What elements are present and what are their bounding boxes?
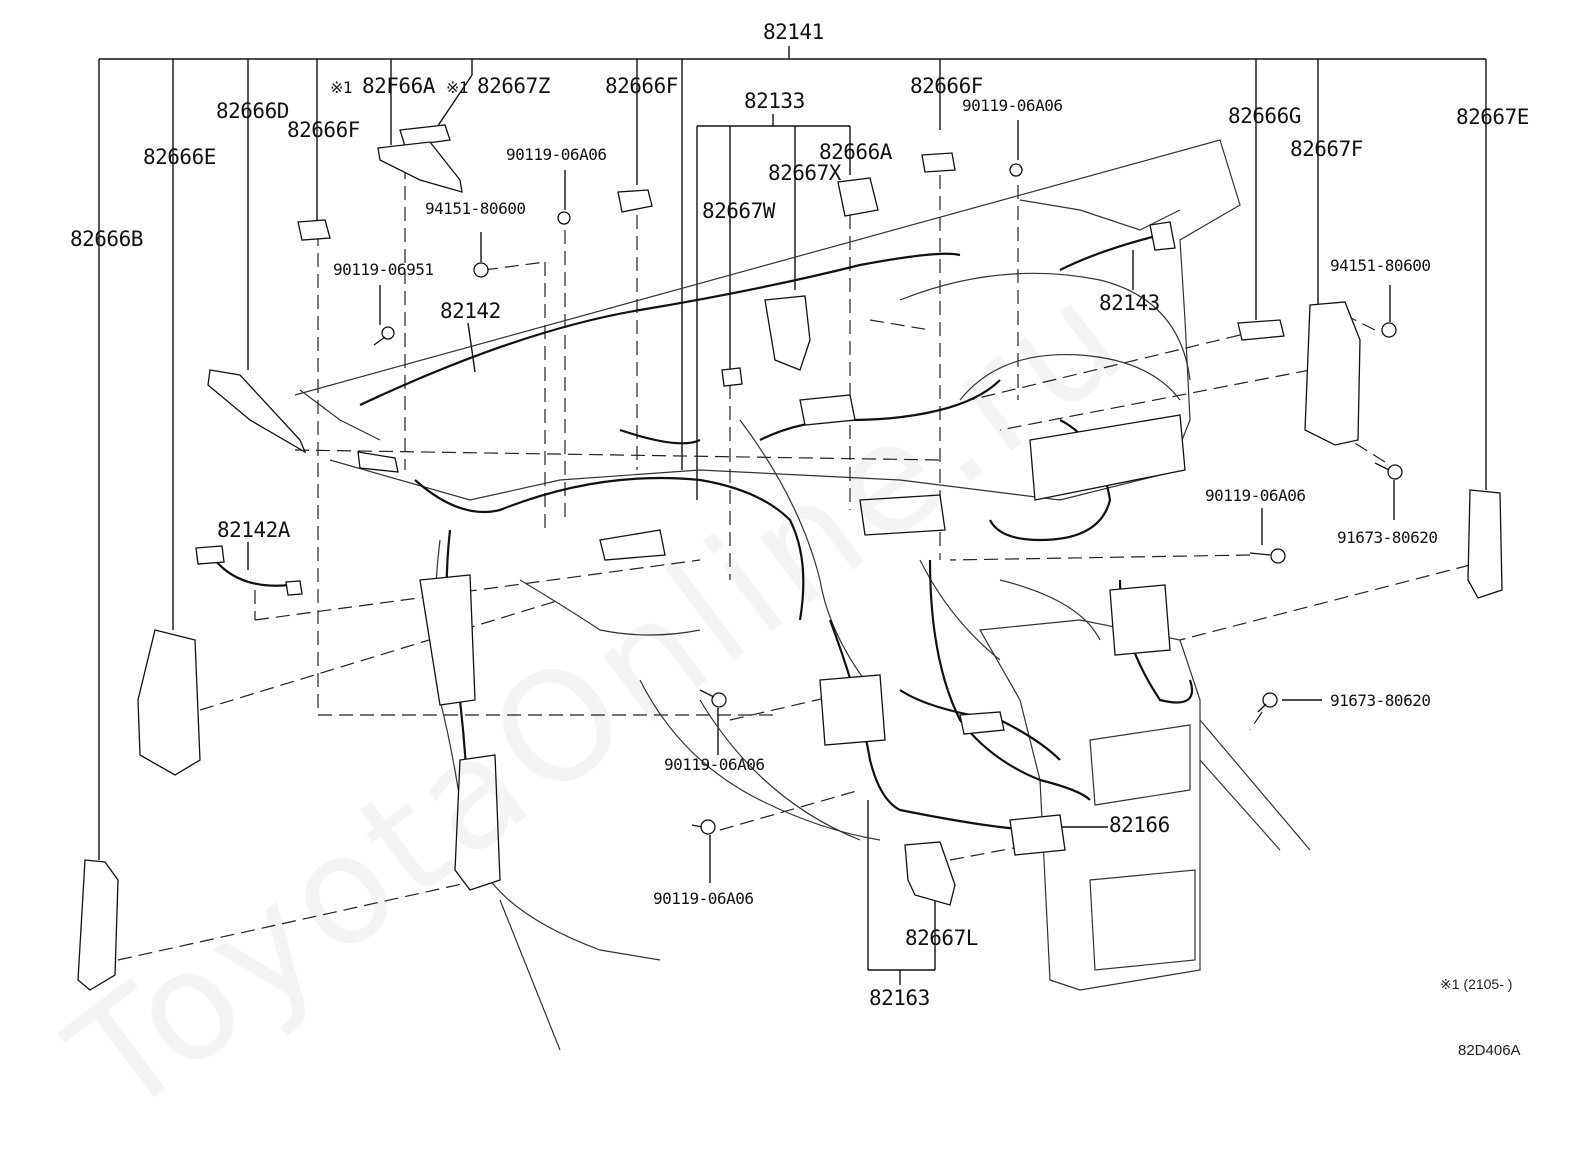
callout-82667X[interactable]: 82667X [768,161,841,185]
callout-82666F-right[interactable]: 82666F [910,74,983,98]
callout-91673-80620[interactable]: 91673-80620 [1330,691,1431,710]
callout-82666F-left[interactable]: 82666F [287,118,360,142]
callout-82666G[interactable]: 82666G [1228,104,1301,128]
callout-82166[interactable]: 82166 [1109,813,1170,837]
callout-82666A[interactable]: 82666A [819,140,892,164]
callout-90119-06A06[interactable]: 90119-06A06 [506,145,607,164]
callout-90119-06A06[interactable]: 90119-06A06 [653,889,754,908]
diagram-artwork [77,46,1503,1051]
callout-82133[interactable]: 82133 [744,89,805,113]
callout-90119-06A06[interactable]: 90119-06A06 [664,755,765,774]
callout-82667Z[interactable]: 82667Z [477,74,550,98]
callout-82666D[interactable]: 82666D [216,99,289,123]
footnote-mark: ※1 [330,78,353,97]
callout-91673-80620[interactable]: 91673-80620 [1337,528,1438,547]
parts-diagram: ToyotaOnline.ru 82141 82666B 82666E 8266… [40,20,1529,1149]
drawing-code: 82D406A [1458,1042,1521,1059]
callout-82F66A[interactable]: 82F66A [362,74,435,98]
footnote-mark: ※1 [446,78,469,97]
callout-94151-80600[interactable]: 94151-80600 [1330,256,1431,275]
callout-82141[interactable]: 82141 [763,20,824,44]
callout-94151-80600[interactable]: 94151-80600 [425,199,526,218]
callout-82142[interactable]: 82142 [440,299,501,323]
callout-82143[interactable]: 82143 [1099,291,1160,315]
callout-90119-06A06[interactable]: 90119-06A06 [962,96,1063,115]
footnote: ※1 (2105- ) [1440,976,1513,992]
callout-82142A[interactable]: 82142A [217,518,290,542]
callout-82667W[interactable]: 82667W [702,199,775,223]
callout-82666E[interactable]: 82666E [143,145,216,169]
callout-82667F[interactable]: 82667F [1290,137,1363,161]
callout-82163[interactable]: 82163 [869,986,930,1010]
callout-82666B[interactable]: 82666B [70,227,143,251]
callout-90119-06951[interactable]: 90119-06951 [333,260,434,279]
callout-82667L[interactable]: 82667L [905,926,978,950]
callout-90119-06A06[interactable]: 90119-06A06 [1205,486,1306,505]
callout-82666F-center[interactable]: 82666F [605,74,678,98]
callout-82667E[interactable]: 82667E [1456,105,1529,129]
